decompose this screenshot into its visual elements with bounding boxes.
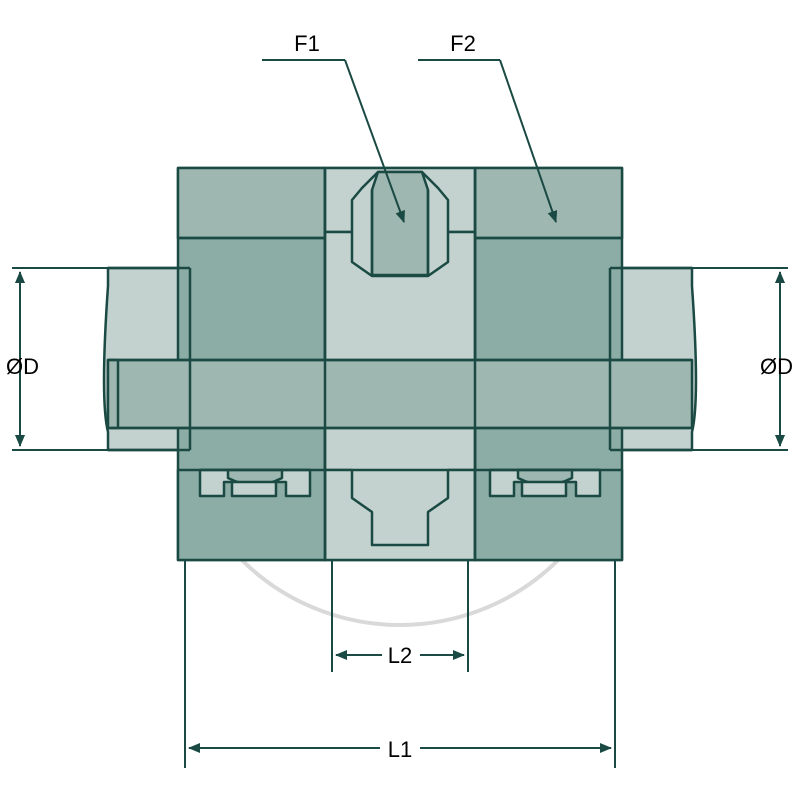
dim-label-l1: L1 (388, 737, 412, 762)
f1-leader-diagonal (344, 59, 405, 223)
f2-leader-diagonal (499, 59, 558, 223)
dim-label-od-left: ØD (6, 354, 39, 379)
callout-label-f1: F1 (294, 31, 320, 56)
callout-label-f2: F2 (450, 31, 476, 56)
dim-label-l2: L2 (388, 643, 412, 668)
center-hex-top (370, 170, 430, 277)
bore-band-left-cap (106, 358, 120, 430)
right-cut-ring-inner (520, 480, 568, 498)
fitting-assembly (102, 166, 698, 562)
left-nut-upper-light (176, 166, 327, 240)
dimension-lines (12, 267, 788, 768)
callout-lines (262, 59, 558, 223)
dim-label-od-right: ØD (760, 354, 793, 379)
left-cut-ring-inner (230, 480, 278, 498)
bore-band (106, 358, 694, 430)
